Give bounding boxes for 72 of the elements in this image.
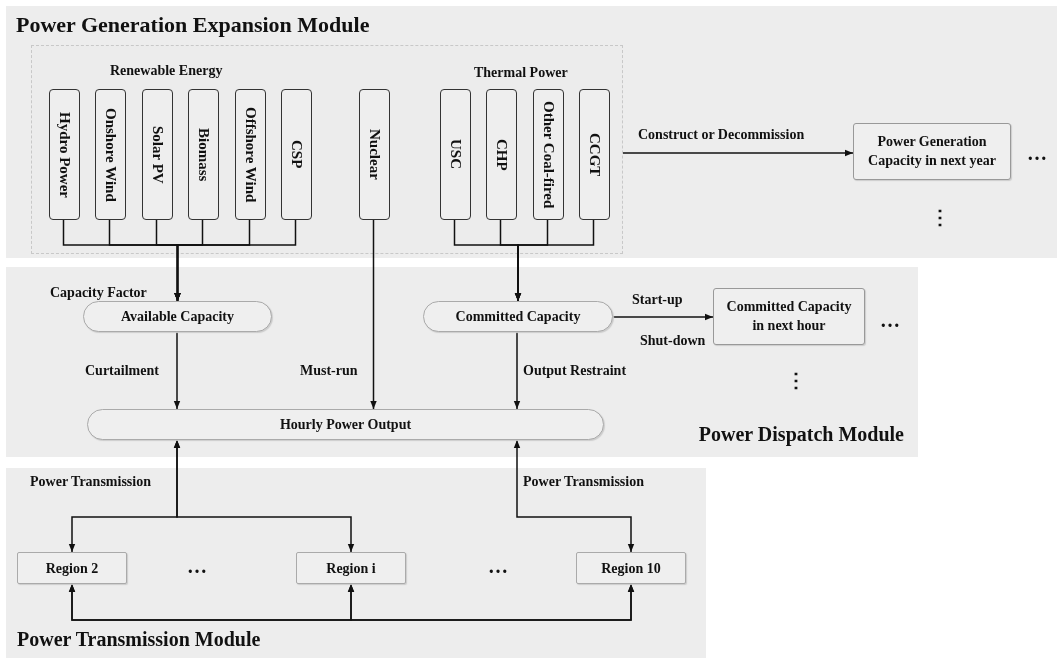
edge-label: Power Transmission [523, 475, 644, 489]
ellipsis-mark: … [488, 556, 508, 576]
connector-arrow [68, 583, 635, 621]
module-panel [6, 6, 1057, 258]
module-panel [6, 267, 918, 457]
edge-label: Must-run [300, 364, 358, 378]
generation-type-box [142, 89, 173, 220]
state-box [853, 123, 1011, 180]
connector-arrow [612, 313, 714, 321]
state-box [713, 288, 865, 345]
region-box [296, 552, 406, 584]
edge-label: Start-up [632, 293, 683, 307]
connector-arrow [513, 439, 635, 553]
node-text: CCGT [587, 132, 602, 177]
node-text: Nuclear [367, 129, 382, 180]
panel-title: Power Generation Expansion Module [16, 11, 370, 39]
region-box [576, 552, 686, 584]
connector-arrow [173, 331, 181, 410]
group-frame [31, 45, 623, 254]
ellipsis-mark: … [187, 556, 207, 576]
generation-type-box [486, 89, 517, 220]
edge-label: Power Transmission [30, 475, 151, 489]
edge-label: Curtailment [85, 364, 159, 378]
generation-type-box [533, 89, 564, 220]
node-text: Region i [326, 559, 376, 578]
node-text: Available Capacity [121, 308, 234, 326]
text-label: Capacity Factor [50, 286, 147, 300]
process-pill [423, 301, 613, 332]
node-text: Committed Capacity in next hour [725, 298, 853, 335]
generation-type-box [49, 89, 80, 220]
edge-label: Construct or Decommission [638, 128, 805, 142]
edge-label: Output Restraint [523, 364, 627, 378]
text-label: Renewable Energy [110, 64, 223, 78]
connector-arrow [513, 331, 521, 410]
connector-arrow [622, 149, 854, 157]
connector-arrow [174, 218, 297, 302]
process-pill [83, 301, 272, 332]
node-text: Hourly Power Output [279, 416, 412, 434]
generation-type-box [359, 89, 390, 220]
node-text: Solar PV [150, 125, 165, 184]
generation-type-box [95, 89, 126, 220]
node-text: Power Generation Capacity in next year [867, 133, 997, 170]
node-text: Region 2 [45, 559, 99, 578]
node-text: USC [448, 139, 463, 170]
node-text: Region 10 [601, 559, 661, 578]
node-text: Other Coal-fired [541, 100, 556, 209]
region-box [17, 552, 127, 584]
ellipsis-mark: ⋮ [930, 207, 950, 227]
generation-type-box [188, 89, 219, 220]
text-label: Thermal Power [474, 66, 568, 80]
node-text: CHP [494, 138, 509, 171]
node-text: Biomass [196, 127, 211, 182]
text-label: Shut-down [640, 334, 706, 348]
module-panel [6, 468, 706, 658]
panel-title: Power Transmission Module [17, 627, 261, 652]
generation-type-box [440, 89, 471, 220]
ellipsis-mark: … [1027, 143, 1047, 163]
node-text: Committed Capacity [455, 308, 581, 326]
connector-arrow [173, 439, 355, 553]
ellipsis-mark: ⋮ [786, 370, 806, 390]
process-pill [87, 409, 604, 440]
generation-type-box [235, 89, 266, 220]
ellipsis-mark: … [880, 310, 900, 330]
node-text: CSP [289, 140, 304, 169]
node-text: Offshore Wind [243, 106, 258, 203]
node-text: Hydro Power [57, 111, 72, 198]
node-text: Onshore Wind [103, 107, 118, 202]
connector-arrow [514, 218, 595, 302]
generation-type-box [281, 89, 312, 220]
panel-title: Power Dispatch Module [698, 422, 904, 448]
connector-arrow [370, 218, 377, 410]
generation-type-box [579, 89, 610, 220]
